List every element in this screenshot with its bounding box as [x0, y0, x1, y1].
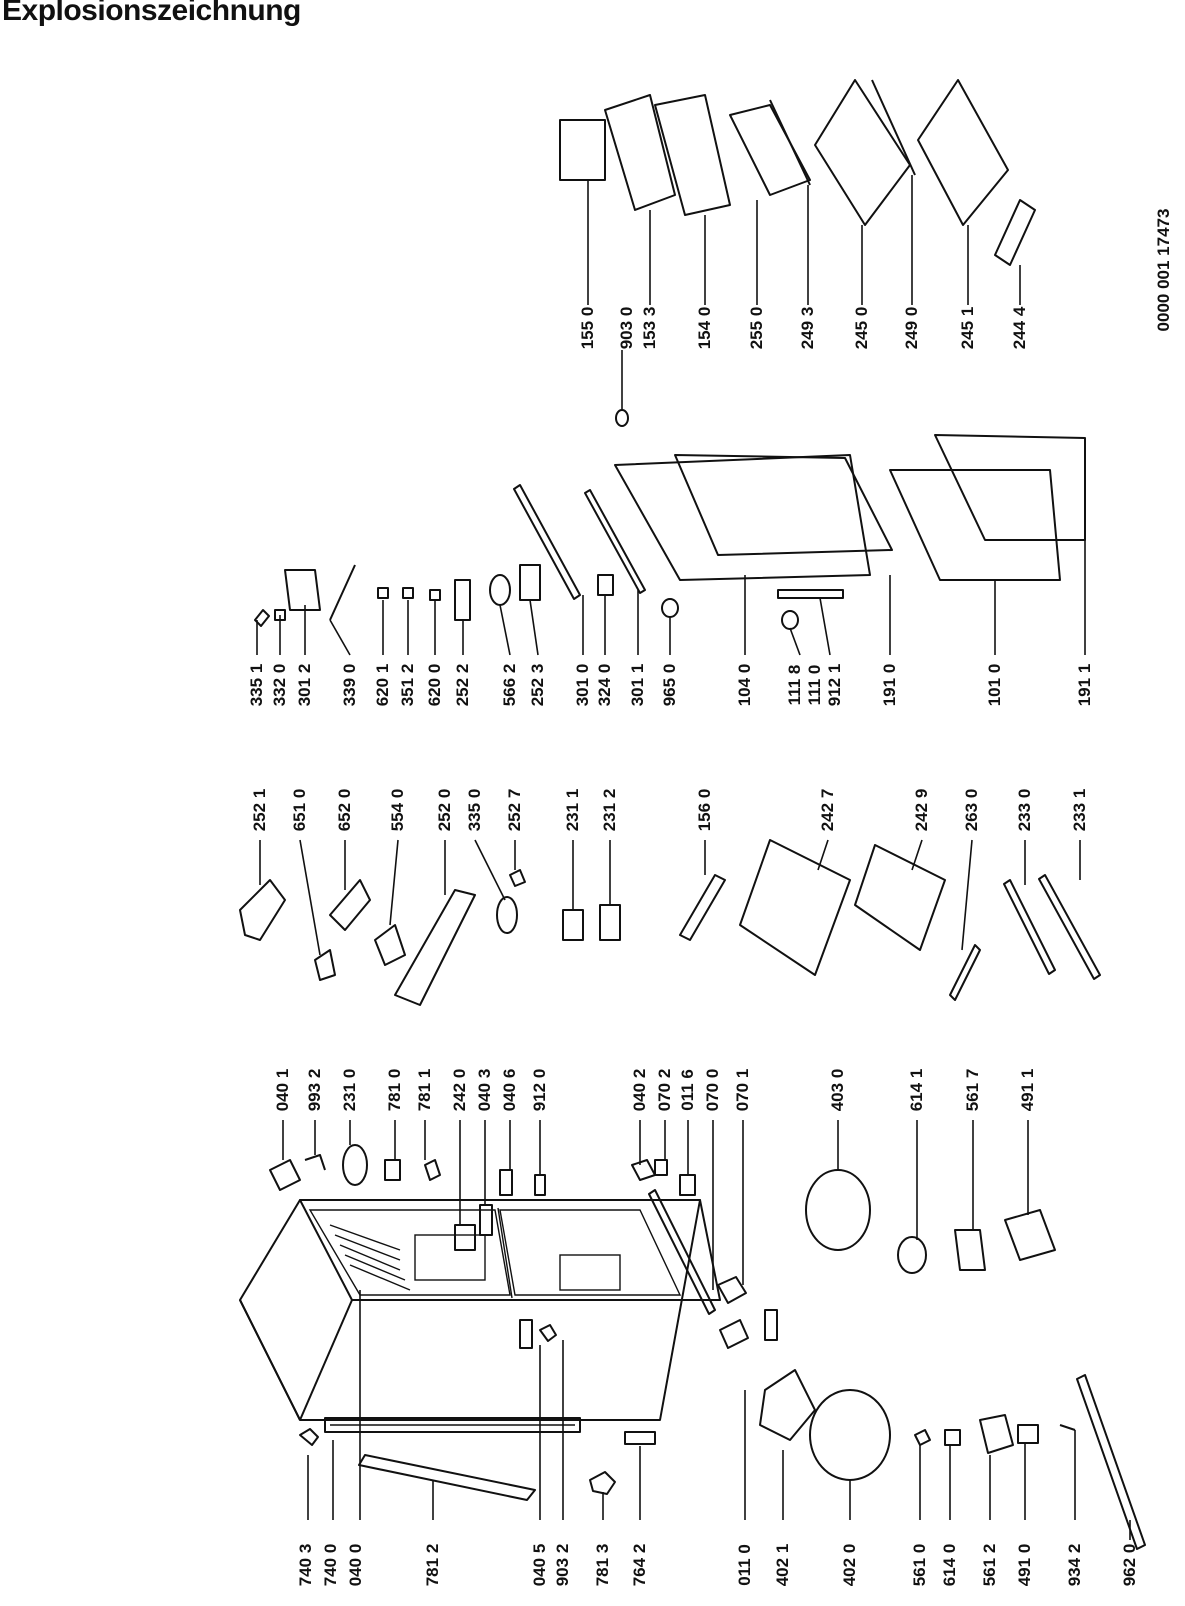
- part-label: 263 0: [962, 788, 981, 832]
- part-label: 156 0: [695, 788, 714, 832]
- part-label: 252 3: [528, 663, 547, 707]
- part-label: 301 2: [295, 663, 314, 707]
- part-label: 403 0: [828, 1068, 847, 1112]
- part-label: 245 0: [852, 306, 871, 350]
- part-label: 111 0: [805, 664, 824, 706]
- part-label: 191 0: [880, 663, 899, 707]
- part-label: 070 1: [733, 1068, 752, 1112]
- part-label: 491 1: [1018, 1068, 1037, 1112]
- part-label: 301 1: [628, 663, 647, 707]
- part-label: 335 0: [465, 788, 484, 832]
- part-label: 040 6: [500, 1068, 519, 1112]
- part-label: 566 2: [500, 663, 519, 707]
- part-label: 614 0: [940, 1543, 959, 1587]
- part-label: 912 0: [530, 1068, 549, 1112]
- cabinet-right-parts: [269, 1144, 1056, 1349]
- part-label: 070 2: [655, 1068, 674, 1112]
- part-label: 101 0: [985, 663, 1004, 707]
- part-label: 962 0: [1120, 1543, 1139, 1587]
- part-label: 255 0: [747, 306, 766, 350]
- part-label: 351 2: [398, 663, 417, 707]
- part-label: 154 0: [695, 306, 714, 350]
- part-label: 011 0: [735, 1544, 754, 1586]
- part-label: 740 3: [296, 1543, 315, 1587]
- part-label: 242 9: [912, 788, 931, 832]
- part-label: 402 1: [773, 1543, 792, 1587]
- part-label: 244 4: [1010, 306, 1029, 350]
- part-label: 040 2: [630, 1068, 649, 1112]
- part-label: 652 0: [335, 788, 354, 832]
- part-label: 561 0: [910, 1543, 929, 1587]
- part-label: 040 5: [530, 1543, 549, 1587]
- part-label: 781 3: [593, 1543, 612, 1587]
- left-parts: [299, 1319, 1146, 1550]
- middle-parts: [239, 839, 1101, 1006]
- part-label: 912 1: [825, 663, 844, 707]
- part-label: 252 2: [453, 663, 472, 707]
- part-label: 242 7: [818, 788, 837, 832]
- part-label: 111 8: [785, 664, 804, 706]
- part-label: 781 1: [415, 1068, 434, 1112]
- leader-lines: [256, 175, 1131, 1540]
- door-parts: [254, 434, 1086, 630]
- part-label: 332 0: [270, 663, 289, 707]
- part-label: 561 2: [980, 1543, 999, 1587]
- part-label: 070 0: [703, 1068, 722, 1112]
- part-label: 011 6: [678, 1069, 697, 1111]
- part-label: 231 1: [563, 788, 582, 832]
- cabinet-body: [239, 1199, 721, 1433]
- part-label: 903 2: [553, 1543, 572, 1587]
- part-label: 301 0: [573, 663, 592, 707]
- part-label: 233 1: [1070, 788, 1089, 832]
- part-label: 965 0: [660, 663, 679, 707]
- part-label: 249 3: [798, 306, 817, 350]
- part-label: 781 0: [385, 1068, 404, 1112]
- part-label: 231 0: [340, 1068, 359, 1112]
- part-label: 040 1: [273, 1068, 292, 1112]
- part-label: 620 1: [373, 663, 392, 707]
- right-parts: [559, 79, 1036, 427]
- part-label: 614 1: [907, 1068, 926, 1112]
- part-label: 934 2: [1065, 1543, 1084, 1587]
- part-label: 252 7: [505, 788, 524, 832]
- part-label: 040 3: [475, 1068, 494, 1112]
- part-label: 651 0: [290, 788, 309, 832]
- part-label: 324 0: [595, 663, 614, 707]
- part-label: 252 0: [435, 788, 454, 832]
- part-label: 252 1: [250, 788, 269, 832]
- part-label: 561 7: [963, 1068, 982, 1112]
- part-label: 903 0: [617, 306, 636, 350]
- part-label: 554 0: [388, 788, 407, 832]
- part-label: 993 2: [305, 1068, 324, 1112]
- part-label: 155 0: [578, 306, 597, 350]
- part-label: 231 2: [600, 788, 619, 832]
- part-label: 781 2: [423, 1543, 442, 1587]
- part-label: 245 1: [958, 306, 977, 350]
- part-label: 402 0: [840, 1543, 859, 1587]
- part-label: 153 3: [640, 306, 659, 350]
- part-label: 740 0: [321, 1543, 340, 1587]
- part-label: 233 0: [1015, 788, 1034, 832]
- part-label: 242 0: [450, 1068, 469, 1112]
- part-label: 339 0: [340, 663, 359, 707]
- page-title: Explosionszeichnung: [2, 0, 301, 27]
- part-label: 040 0: [346, 1543, 365, 1587]
- part-label: 491 0: [1015, 1543, 1034, 1587]
- part-label: 249 0: [902, 306, 921, 350]
- part-label: 764 2: [630, 1543, 649, 1587]
- part-label: 335 1: [247, 663, 266, 707]
- part-label: 104 0: [735, 663, 754, 707]
- part-label: 620 0: [425, 663, 444, 707]
- part-label: 191 1: [1075, 663, 1094, 707]
